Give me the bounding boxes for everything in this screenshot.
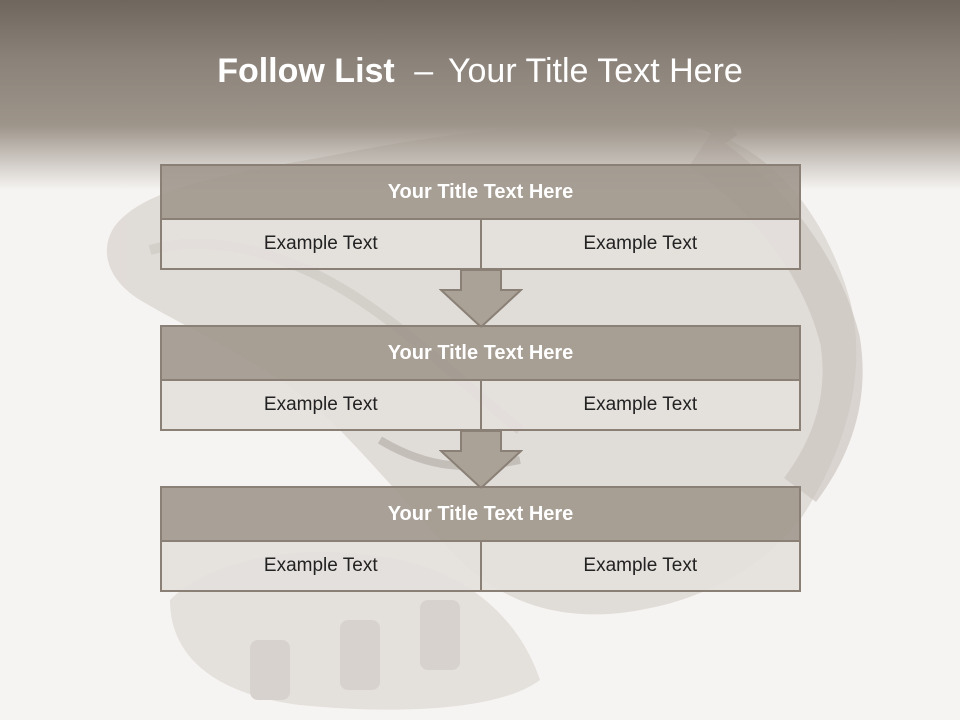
block-cell-left: Example Text bbox=[162, 542, 480, 590]
list-block-2: Your Title Text Here Example Text Exampl… bbox=[160, 325, 801, 431]
down-arrow-icon bbox=[439, 431, 523, 489]
slide-title-sub: Your Title Text Here bbox=[447, 52, 743, 90]
block-row: Example Text Example Text bbox=[160, 381, 801, 431]
block-row: Example Text Example Text bbox=[160, 220, 801, 270]
list-block-3: Your Title Text Here Example Text Exampl… bbox=[160, 486, 801, 592]
block-cell-left: Example Text bbox=[162, 381, 480, 429]
block-row: Example Text Example Text bbox=[160, 542, 801, 592]
slide-title: Follow List – Your Title Text Here bbox=[0, 52, 960, 91]
list-block-1: Your Title Text Here Example Text Exampl… bbox=[160, 164, 801, 270]
slide-title-separator: – bbox=[414, 52, 434, 90]
header-band bbox=[0, 0, 960, 190]
block-cell-left: Example Text bbox=[162, 220, 480, 268]
block-title: Your Title Text Here bbox=[160, 325, 801, 381]
slide-title-main: Follow List bbox=[217, 52, 395, 90]
down-arrow-icon bbox=[439, 270, 523, 328]
block-cell-right: Example Text bbox=[479, 220, 799, 268]
block-title: Your Title Text Here bbox=[160, 486, 801, 542]
block-title: Your Title Text Here bbox=[160, 164, 801, 220]
block-cell-right: Example Text bbox=[479, 542, 799, 590]
block-cell-right: Example Text bbox=[479, 381, 799, 429]
